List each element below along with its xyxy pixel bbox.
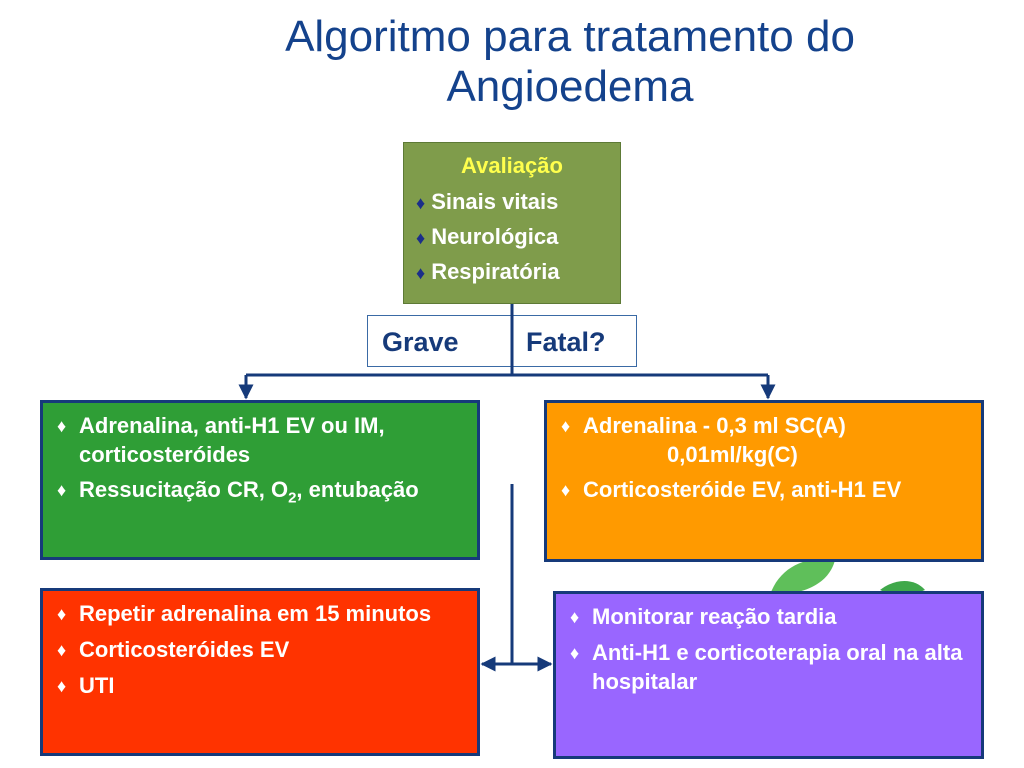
list-item: ♦ Corticosteróides EV xyxy=(57,635,467,665)
list-item: ♦ UTI xyxy=(57,671,467,701)
fatal-treatment-box: ♦ Adrenalina, anti-H1 EV ou IM, corticos… xyxy=(40,400,480,560)
list-item: ♦ Adrenalina - 0,3 ml SC(A)0,01ml/kg(C) xyxy=(561,413,846,467)
diamond-bullet-icon: ♦ xyxy=(57,416,67,436)
assessment-box: Avaliação ♦Sinais vitais ♦Neurológica ♦R… xyxy=(403,142,621,304)
grave-treatment-box: ♦ Adrenalina - 0,3 ml SC(A)0,01ml/kg(C) … xyxy=(544,400,984,562)
page-title: Algoritmo para tratamento do Angioedema xyxy=(150,12,990,112)
diamond-bullet-icon: ♦ xyxy=(570,607,580,627)
severity-box: Grave Fatal? xyxy=(367,315,637,367)
fatal-followup-box: ♦ Repetir adrenalina em 15 minutos ♦ Cor… xyxy=(40,588,480,756)
diamond-bullet-icon: ♦ xyxy=(570,643,580,663)
list-item: ♦ Repetir adrenalina em 15 minutos xyxy=(57,599,467,629)
diamond-bullet-icon: ♦ xyxy=(57,480,67,500)
diamond-bullet-icon: ♦ xyxy=(57,676,67,696)
leaf-icon xyxy=(770,558,835,595)
diamond-bullet-icon: ♦ xyxy=(57,604,67,624)
assessment-item: ♦Sinais vitais xyxy=(416,189,559,214)
list-item: ♦ Adrenalina, anti-H1 EV ou IM, corticos… xyxy=(57,413,385,467)
list-item: ♦ Monitorar reação tardia xyxy=(570,602,971,632)
diamond-bullet-icon: ♦ xyxy=(57,640,67,660)
diamond-bullet-icon: ♦ xyxy=(416,193,426,213)
list-item: ♦ Anti-H1 e corticoterapia oral na alta … xyxy=(570,640,963,694)
assessment-item: ♦Respiratória xyxy=(416,259,560,284)
grave-followup-box: ♦ Monitorar reação tardia ♦ Anti-H1 e co… xyxy=(553,591,984,759)
diamond-bullet-icon: ♦ xyxy=(561,416,571,436)
severity-fatal-label: Fatal? xyxy=(526,327,606,357)
list-item: ♦ Ressucitação CR, O2, entubação xyxy=(57,477,419,507)
assessment-heading: Avaliação xyxy=(461,153,563,178)
list-item: ♦ Corticosteróide EV, anti-H1 EV xyxy=(561,475,971,505)
diamond-bullet-icon: ♦ xyxy=(416,263,426,283)
assessment-item: ♦Neurológica xyxy=(416,224,559,249)
diamond-bullet-icon: ♦ xyxy=(561,480,571,500)
severity-grave-label: Grave xyxy=(382,327,459,357)
title-line-2: Angioedema xyxy=(446,62,694,111)
title-line-1: Algoritmo para tratamento do xyxy=(285,12,855,61)
diamond-bullet-icon: ♦ xyxy=(416,228,426,248)
